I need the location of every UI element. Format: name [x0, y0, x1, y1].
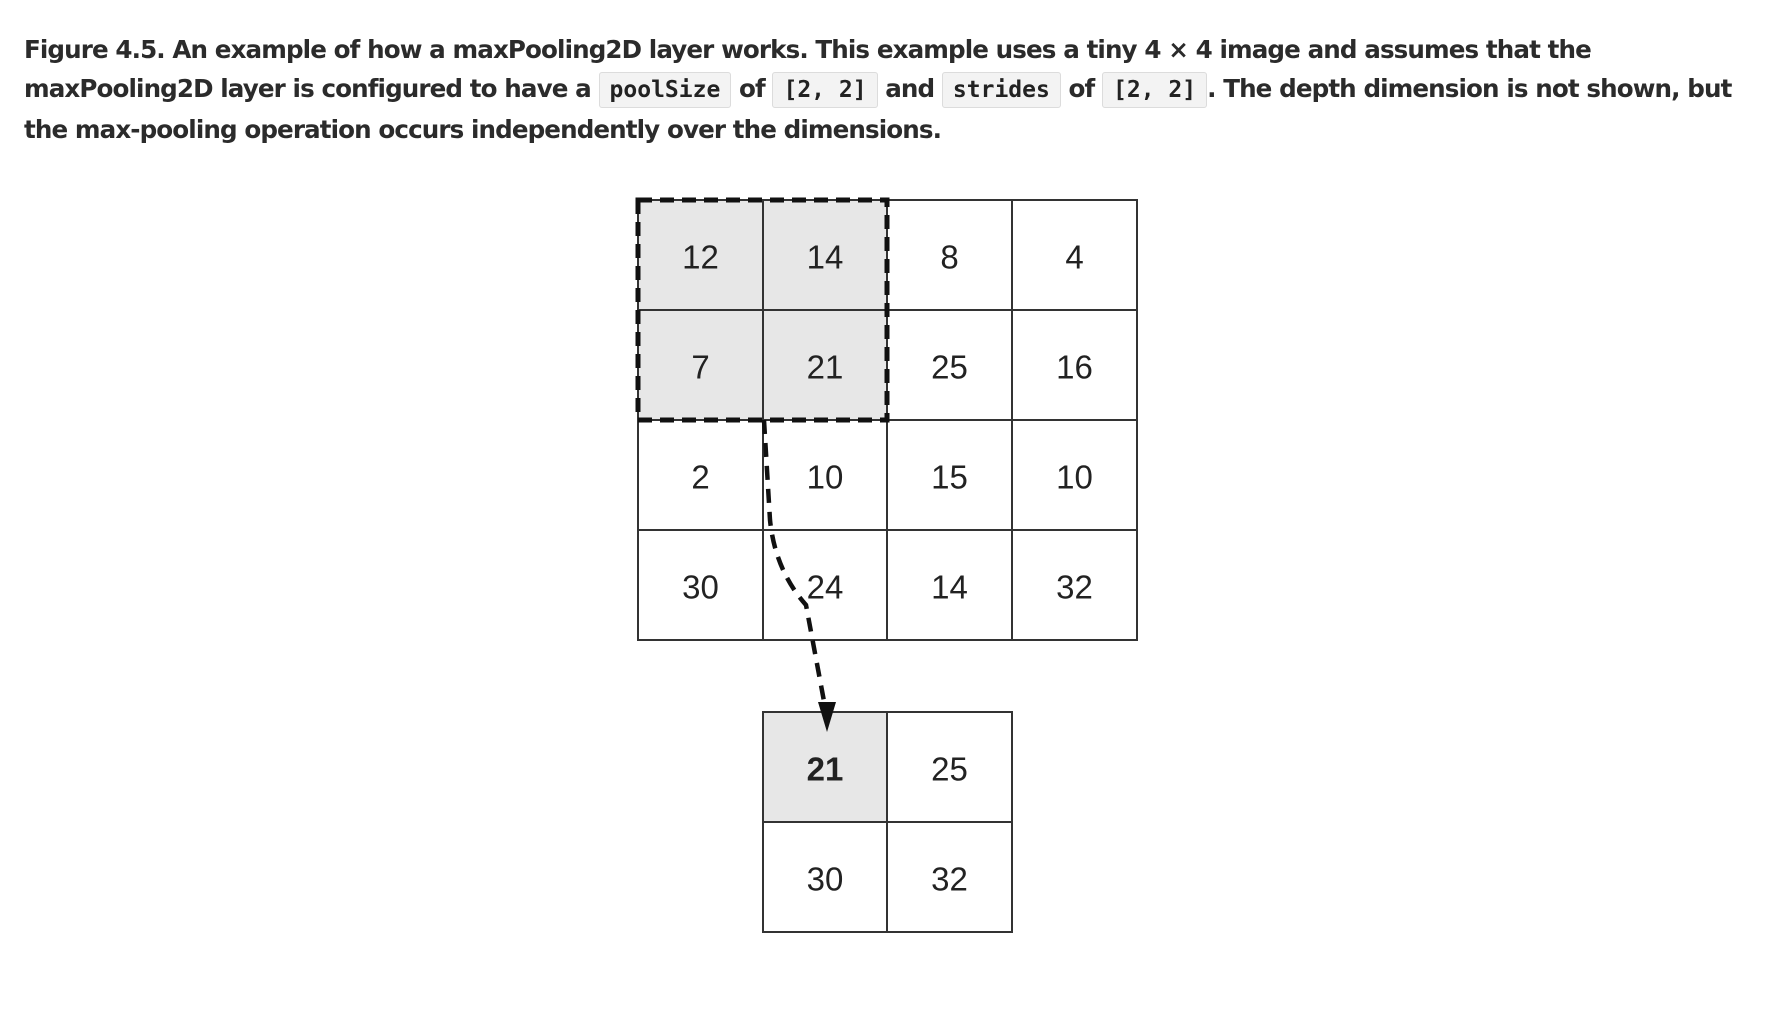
input-cell — [762, 309, 888, 421]
input-cell-value: 16 — [1056, 349, 1093, 386]
input-cell-value: 32 — [1056, 569, 1093, 606]
code-strides: strides — [941, 72, 1061, 108]
output-grid: 21 25 30 32 — [762, 711, 1013, 933]
caption-text-3: and — [885, 74, 935, 103]
input-cell-value: 15 — [931, 459, 968, 496]
output-cell-value: 30 — [807, 861, 844, 898]
input-cell-value: 12 — [682, 239, 719, 276]
caption-text-4: of — [1068, 74, 1096, 103]
output-cell — [886, 711, 1013, 823]
input-cell-value: 7 — [691, 349, 709, 386]
input-cell — [1011, 419, 1138, 531]
input-cell-value: 10 — [807, 459, 844, 496]
input-cell — [886, 309, 1013, 421]
input-cell-value: 24 — [807, 569, 844, 606]
input-grid: 12 14 8 4 7 21 25 16 2 10 15 10 30 24 14 32 — [637, 199, 1138, 641]
input-cell-value: 4 — [1065, 239, 1083, 276]
output-cell — [886, 821, 1013, 933]
input-cell-value: 2 — [691, 459, 709, 496]
input-cell-value: 10 — [1056, 459, 1093, 496]
input-cell — [637, 309, 764, 421]
input-cell — [886, 419, 1013, 531]
pooling-annotations — [635, 197, 890, 732]
caption-text-5: . The depth dimension is not shown, but … — [24, 74, 1732, 144]
code-poolsize: poolSize — [598, 72, 732, 108]
input-cell-value: 8 — [940, 239, 958, 276]
arrow-head-icon — [818, 702, 836, 732]
input-cell-value: 14 — [807, 239, 844, 276]
input-cell — [1011, 529, 1138, 641]
input-cell-value: 14 — [931, 569, 968, 606]
caption-text-2: of — [739, 74, 766, 103]
caption-text-1: Figure 4.5. An example of how a maxPooli… — [24, 35, 1592, 103]
output-cell-value: 25 — [931, 751, 968, 788]
input-cell — [1011, 309, 1138, 421]
pooling-window-outline — [635, 197, 890, 423]
input-cell — [886, 199, 1013, 311]
figure-caption: Figure 4.5. An example of how a maxPooli… — [24, 30, 1754, 149]
input-cell-value: 21 — [807, 349, 844, 386]
input-cell — [637, 529, 764, 641]
input-cell — [637, 199, 764, 311]
output-cell-value: 32 — [931, 861, 968, 898]
code-strides-value: [2, 2] — [1102, 72, 1208, 108]
pooling-arrow-line — [761, 419, 829, 713]
input-cell — [1011, 199, 1138, 311]
input-cell-value: 25 — [931, 349, 968, 386]
code-poolsize-value: [2, 2] — [772, 72, 878, 108]
output-cell-value: 21 — [807, 751, 844, 788]
input-cell — [886, 529, 1013, 641]
input-cell-value: 30 — [682, 569, 719, 606]
